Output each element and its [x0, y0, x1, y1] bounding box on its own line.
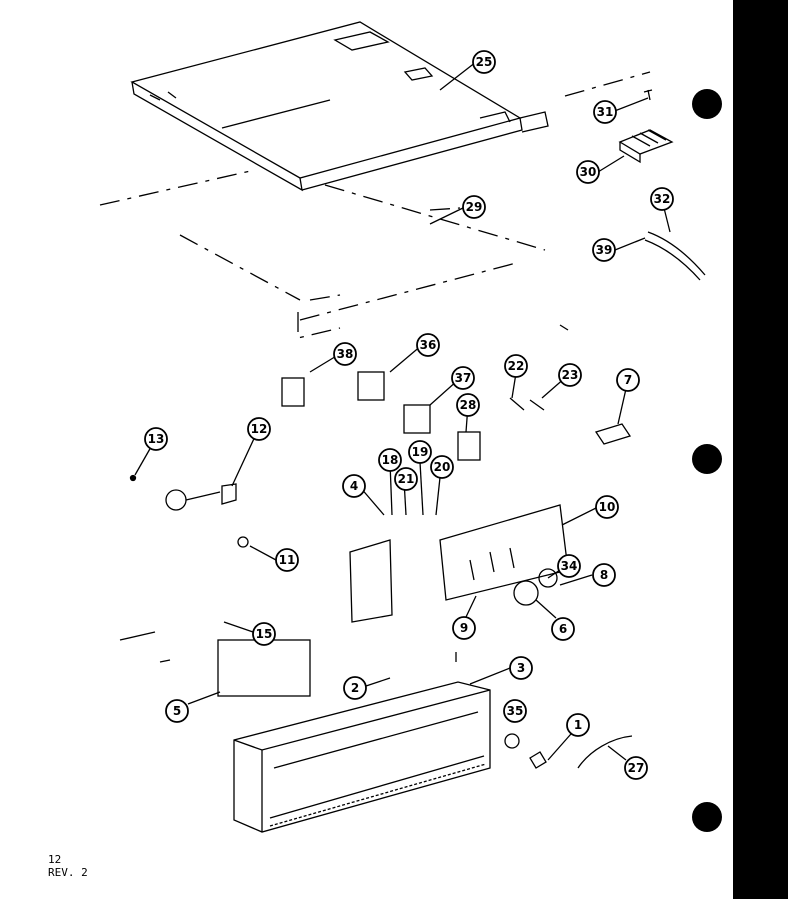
switch-parts	[509, 397, 545, 411]
callout-39: 39	[592, 238, 616, 262]
svg-text:20: 20	[434, 460, 451, 474]
svg-text:4: 4	[350, 479, 358, 493]
svg-text:34: 34	[561, 559, 578, 573]
bolt-part	[129, 474, 137, 482]
callout-7: 7	[616, 368, 640, 392]
svg-text:37: 37	[455, 371, 472, 385]
base-plate-part	[99, 71, 651, 339]
callout-15: 15	[252, 622, 276, 646]
callout-28: 28	[456, 393, 480, 417]
callout-9: 9	[452, 616, 476, 640]
svg-text:19: 19	[412, 445, 429, 459]
callouts: 25 31 30 29 32 39 38 36 37 22 23 7 28 13…	[144, 50, 674, 780]
control-panel-assembly	[349, 504, 569, 623]
callout-22: 22	[504, 354, 528, 378]
revision-label: REV. 2	[48, 866, 88, 879]
punch-hole-middle	[692, 444, 722, 474]
bracket-part	[119, 631, 171, 663]
screw-part	[643, 89, 653, 101]
callout-31: 31	[593, 100, 617, 124]
svg-text:32: 32	[654, 192, 671, 206]
svg-text:13: 13	[148, 432, 165, 446]
callout-10: 10	[595, 495, 619, 519]
page-info: 12 REV. 2	[48, 853, 88, 879]
svg-text:23: 23	[562, 368, 579, 382]
callout-1: 1	[566, 713, 590, 737]
svg-text:31: 31	[597, 105, 614, 119]
callout-34: 34	[557, 554, 581, 578]
control-board-part	[217, 639, 311, 697]
callout-32: 32	[650, 187, 674, 211]
svg-text:3: 3	[517, 661, 525, 675]
svg-text:18: 18	[382, 453, 399, 467]
svg-text:35: 35	[507, 704, 524, 718]
svg-text:1: 1	[574, 718, 582, 732]
callout-38: 38	[333, 342, 357, 366]
callout-11: 11	[275, 548, 299, 572]
callout-4: 4	[342, 474, 366, 498]
callout-13: 13	[144, 427, 168, 451]
svg-text:7: 7	[624, 373, 632, 387]
loose-bracket-part	[559, 324, 569, 331]
punch-hole-bottom	[692, 802, 722, 832]
relay-module-parts	[281, 371, 481, 461]
wire-harness-part	[577, 735, 633, 769]
washer-part	[237, 536, 249, 548]
svg-text:6: 6	[559, 622, 567, 636]
svg-text:22: 22	[508, 359, 525, 373]
callout-25: 25	[472, 50, 496, 74]
svg-text:39: 39	[596, 243, 613, 257]
callout-21: 21	[394, 467, 418, 491]
svg-text:5: 5	[173, 704, 181, 718]
front-housing-part	[233, 681, 491, 833]
svg-text:11: 11	[279, 553, 296, 567]
top-cover-part	[130, 21, 549, 192]
page-number: 12	[48, 853, 62, 866]
svg-text:8: 8	[600, 568, 608, 582]
callout-23: 23	[558, 363, 582, 387]
svg-text:10: 10	[599, 500, 616, 514]
svg-text:36: 36	[420, 338, 437, 352]
svg-text:27: 27	[628, 761, 645, 775]
callout-35: 35	[503, 699, 527, 723]
svg-text:21: 21	[398, 472, 415, 486]
callout-3: 3	[509, 656, 533, 680]
binding-strip	[733, 0, 788, 899]
svg-text:12: 12	[251, 422, 268, 436]
punch-hole-top	[692, 89, 722, 119]
callout-2: 2	[343, 676, 367, 700]
callout-20: 20	[430, 455, 454, 479]
callout-36: 36	[416, 333, 440, 357]
callout-8: 8	[592, 563, 616, 587]
power-cord-part	[644, 231, 706, 281]
callout-29: 29	[462, 195, 486, 219]
svg-text:38: 38	[337, 347, 354, 361]
callout-27: 27	[624, 756, 648, 780]
svg-text:29: 29	[466, 200, 483, 214]
callout-37: 37	[451, 366, 475, 390]
svg-text:28: 28	[460, 398, 477, 412]
callout-6: 6	[551, 617, 575, 641]
svg-text:2: 2	[351, 681, 359, 695]
svg-text:25: 25	[476, 55, 493, 69]
callout-12: 12	[247, 417, 271, 441]
callout-18: 18	[378, 448, 402, 472]
terminal-block-part	[618, 129, 674, 164]
actuator-part	[594, 423, 632, 445]
svg-text:15: 15	[256, 627, 273, 641]
motor-bracket-part	[165, 483, 237, 511]
callout-30: 30	[576, 160, 600, 184]
knob-part	[504, 733, 520, 749]
wire-connector-part	[529, 751, 547, 769]
svg-text:9: 9	[460, 621, 468, 635]
callout-5: 5	[165, 699, 189, 723]
svg-text:30: 30	[580, 165, 597, 179]
callout-19: 19	[408, 440, 432, 464]
